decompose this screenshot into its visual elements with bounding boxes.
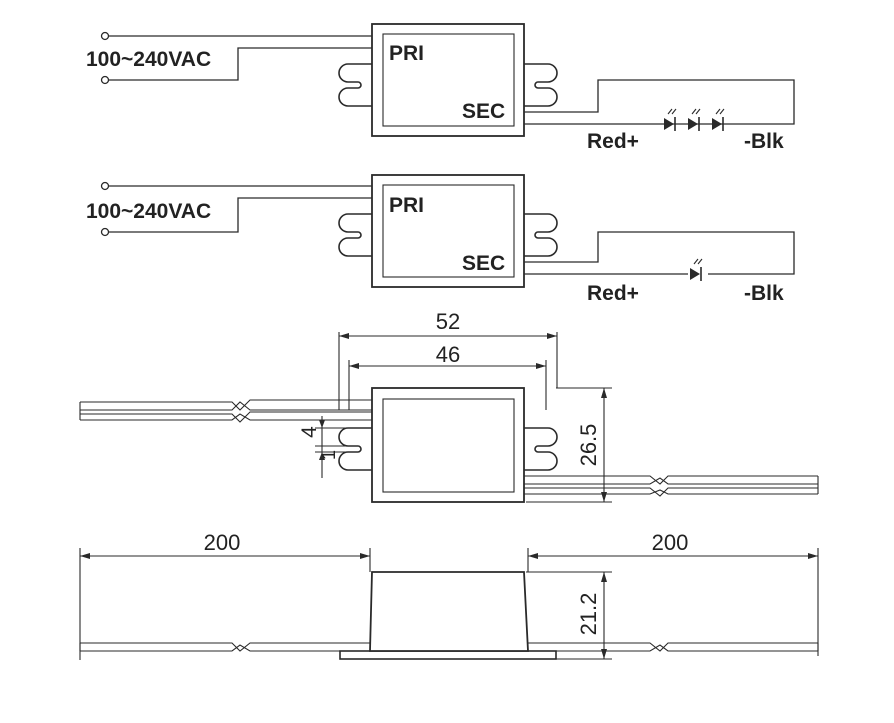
ac-wire-bottom	[109, 197, 373, 233]
arrow	[349, 363, 359, 369]
arrow	[536, 363, 546, 369]
arrow	[319, 420, 325, 428]
module-top-body	[371, 387, 525, 503]
negative-lead-label: -Blk	[744, 130, 784, 153]
driver-module-body	[371, 23, 525, 137]
positive-lead-label: Red+	[587, 130, 639, 153]
driver-module-face	[382, 33, 515, 127]
driver-module-body	[371, 174, 525, 288]
dim-left-wire-label: 200	[204, 530, 241, 555]
arrow	[80, 553, 90, 559]
positive-lead-label: Red+	[587, 282, 639, 305]
side-right-wire-lower	[556, 644, 818, 652]
ac-terminal-top	[100, 31, 110, 41]
sec-label: SEC	[462, 100, 505, 123]
ac-wire-bottom	[109, 47, 373, 81]
side-left-wire-lower	[80, 644, 340, 652]
dim-side-height-label: 21.2	[576, 593, 601, 636]
pri-label: PRI	[389, 42, 424, 65]
arrow	[601, 388, 607, 398]
arrow	[528, 553, 538, 559]
arrow	[601, 492, 607, 502]
negative-lead-label: -Blk	[744, 282, 784, 305]
mount-tab-right	[524, 427, 558, 471]
right-wire-bottom-lower	[524, 489, 818, 495]
dim-tab-4-label: 4	[298, 426, 321, 438]
arrow	[319, 452, 325, 460]
ac-terminal-bottom	[100, 75, 110, 85]
dim-tab-1-label: 1	[319, 450, 339, 460]
pri-label: PRI	[389, 194, 424, 217]
left-wire-top-upper	[80, 399, 372, 411]
mount-tab-right	[524, 63, 558, 107]
top-view-dimensions: 52 46 4 1	[79, 309, 819, 503]
ac-terminal-bottom	[100, 227, 110, 237]
wiring-diagram-three-leds: 100~240VAC PRI SEC Red+ -Blk	[86, 23, 795, 153]
dim-right-wire-label: 200	[652, 530, 689, 555]
left-wire-bottom-lower	[80, 413, 372, 421]
arrow	[339, 333, 349, 339]
side-right-wire-upper	[526, 642, 818, 652]
mount-tab-left	[338, 63, 372, 107]
driver-module-face	[382, 184, 515, 278]
dim-height-label: 26.5	[576, 424, 601, 467]
led-1	[690, 258, 703, 281]
right-wire-top-upper	[524, 475, 818, 485]
ac-input-label: 100~240VAC	[86, 48, 211, 71]
module-base-flange	[339, 650, 557, 660]
led-2	[688, 108, 701, 131]
dim-inner-width-label: 46	[436, 342, 460, 367]
ac-input-label: 100~240VAC	[86, 200, 211, 223]
dim-overall-width-label: 52	[436, 309, 460, 334]
arrow	[601, 649, 607, 659]
module-side-body	[369, 571, 529, 652]
right-wire-bottom-upper	[524, 487, 818, 497]
right-wire-top-lower	[524, 477, 818, 485]
arrow	[601, 572, 607, 582]
arrow	[360, 553, 370, 559]
output-wire-loop	[524, 79, 795, 125]
ac-terminal-top	[100, 181, 110, 191]
module-top-face	[382, 398, 515, 493]
mount-tab-left	[338, 427, 372, 471]
led-3	[712, 108, 725, 131]
mount-tab-right	[524, 213, 558, 257]
led-1	[664, 108, 677, 131]
mount-tab-left	[338, 213, 372, 257]
arrow	[547, 333, 557, 339]
left-wire-bottom-upper	[80, 411, 372, 423]
output-wire-loop	[524, 231, 795, 275]
side-left-wire-upper	[80, 642, 372, 652]
sec-label: SEC	[462, 252, 505, 275]
left-wire-top-lower	[80, 401, 372, 411]
arrow	[808, 553, 818, 559]
wiring-diagram-one-led: 100~240VAC PRI SEC Red+ -Blk	[86, 174, 795, 305]
side-view-dimensions: 200 200 21.2	[79, 530, 819, 660]
